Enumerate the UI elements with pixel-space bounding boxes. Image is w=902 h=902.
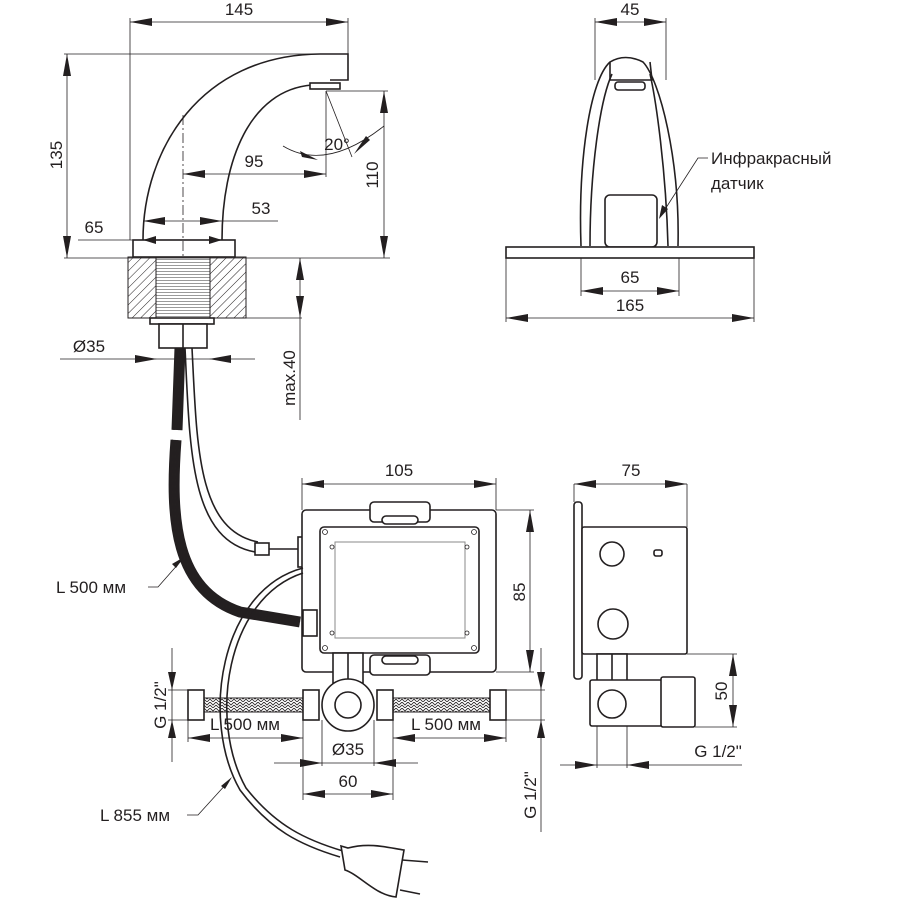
svg-text:65: 65	[621, 268, 640, 287]
svg-text:Ø35: Ø35	[332, 740, 364, 759]
faucet-front-view: 45 65 165 Инфракрасный датчик	[505, 0, 831, 322]
valve-nut-left	[302, 689, 320, 721]
svg-text:60: 60	[339, 772, 358, 791]
svg-text:45: 45	[621, 0, 640, 19]
hose-nut-left	[187, 689, 205, 721]
dim-65-front: 65	[580, 258, 680, 296]
svg-text:датчик: датчик	[711, 174, 764, 193]
dim-65-side: 65	[78, 218, 232, 244]
side-circle-bottom	[597, 608, 629, 640]
faucet-side-view: 145 135 110 95	[47, 0, 390, 420]
svg-text:75: 75	[622, 461, 641, 480]
svg-text:95: 95	[245, 152, 264, 171]
svg-text:L 500 мм: L 500 мм	[411, 715, 481, 734]
svg-text:53: 53	[252, 199, 271, 218]
svg-text:105: 105	[385, 461, 413, 480]
washer	[149, 317, 215, 325]
svg-text:50: 50	[712, 682, 731, 701]
svg-text:110: 110	[363, 161, 382, 188]
dim-thread-left: G 1/2"	[151, 648, 188, 762]
dim-hose-right: L 500 мм	[392, 715, 507, 800]
svg-text:Ø35: Ø35	[73, 337, 105, 356]
side-circle-top	[599, 541, 625, 567]
deck-plate	[505, 246, 755, 259]
dim-diameter-35-mount: Ø35	[60, 337, 255, 363]
dim-angle-20: 20°	[282, 90, 385, 160]
braided-hose	[169, 347, 301, 627]
base-ring	[132, 239, 236, 258]
svg-text:max.40: max.40	[280, 350, 299, 406]
side-mount-plate	[573, 501, 583, 680]
aerator	[309, 82, 341, 90]
box-cover	[319, 526, 480, 654]
front-aerator	[614, 81, 646, 91]
svg-text:G 1/2": G 1/2"	[151, 681, 170, 729]
mount-slot-top	[381, 515, 419, 525]
dim-60: 60	[303, 772, 393, 798]
inlet-hose-right	[392, 697, 492, 713]
control-box-front-view: 105 85 G 1/2" L 500 мм	[151, 461, 545, 832]
svg-text:135: 135	[47, 141, 66, 169]
svg-text:65: 65	[85, 218, 104, 237]
deck-section	[127, 256, 247, 319]
svg-text:G 1/2": G 1/2"	[521, 771, 540, 819]
dim-50: 50	[687, 653, 737, 728]
dim-85: 85	[496, 509, 534, 673]
sensor-callout: Инфракрасный датчик	[659, 149, 831, 219]
front-body-outline	[579, 56, 679, 247]
dim-95: 95	[183, 91, 327, 178]
dim-diameter-35-valve: Ø35	[274, 720, 418, 767]
hose-nut-right	[489, 689, 507, 721]
dim-53: 53	[143, 199, 278, 225]
valve-nut-right	[376, 689, 394, 721]
svg-text:20°: 20°	[324, 135, 350, 154]
svg-text:L 855 мм: L 855 мм	[100, 806, 170, 825]
spout-inner-contour	[221, 84, 313, 241]
svg-text:G 1/2": G 1/2"	[694, 742, 742, 761]
mount-slot-bottom	[381, 655, 419, 665]
svg-text:L 500 мм: L 500 мм	[56, 578, 126, 597]
cable-connector	[254, 542, 270, 556]
power-plug	[340, 844, 405, 898]
svg-text:145: 145	[225, 0, 253, 19]
dim-110: 110	[326, 90, 388, 258]
spout-outer-contour	[142, 53, 349, 241]
inlet-hose-left	[202, 697, 304, 713]
dim-165: 165	[505, 258, 755, 322]
control-box-side-view: 75 50 G 1/2"	[560, 461, 742, 769]
dim-135: 135	[47, 53, 390, 259]
dim-max-40: max.40	[246, 258, 304, 420]
dim-105: 105	[301, 461, 497, 510]
power-cable: L 855 мм	[100, 567, 429, 898]
dim-45: 45	[594, 0, 667, 80]
ir-sensor-window	[604, 194, 658, 248]
faucet-hoses: L 500 мм	[56, 347, 305, 628]
svg-text:165: 165	[616, 296, 644, 315]
dim-145: 145	[129, 0, 349, 240]
valve-inlet	[334, 691, 362, 719]
svg-text:85: 85	[510, 583, 529, 602]
side-box-body	[581, 526, 688, 655]
box-inner-panel	[334, 541, 466, 639]
dim-thread-bottom: G 1/2"	[506, 648, 545, 832]
side-inlet-connector	[660, 676, 696, 728]
dim-75: 75	[573, 461, 688, 527]
svg-text:Инфракрасный: Инфракрасный	[711, 149, 831, 168]
dim-thread-side: G 1/2"	[560, 726, 742, 769]
